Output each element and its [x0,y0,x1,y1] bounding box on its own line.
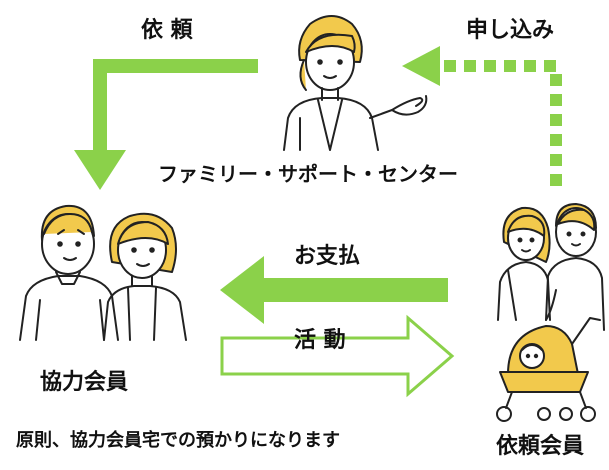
center-label: ファミリー・サポート・センター [158,162,458,186]
activity-arrow [220,314,455,398]
woman-presenting-icon [283,15,428,151]
request-arrow [74,59,258,190]
apply-arrow [402,46,562,186]
provider-label: 協力会員 [40,370,129,395]
apply-label: 申し込み [466,18,555,43]
activity-label: 活 動 [294,328,346,353]
payment-label: お支払 [294,244,361,269]
elderly-couple-icon [19,204,187,341]
requester-label: 依頼会員 [496,434,585,459]
request-label: 依 頼 [141,18,193,43]
family-with-stroller-icon [496,203,605,422]
payment-arrow [220,256,448,324]
note-text: 原則、協力会員宅での預かりになります [16,430,340,451]
